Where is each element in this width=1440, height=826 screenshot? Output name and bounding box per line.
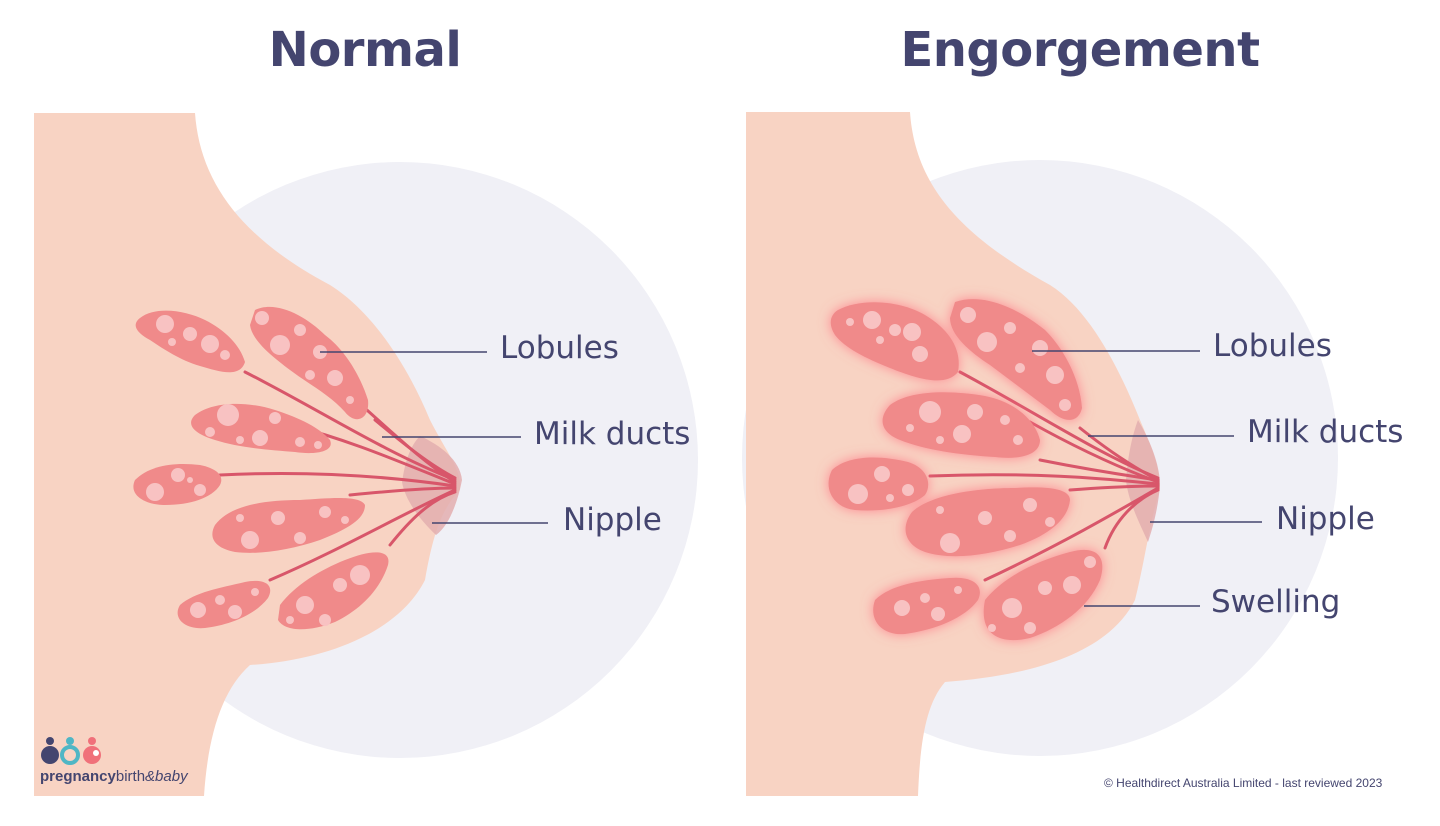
leader-lines (320, 351, 548, 524)
milk-ducts (928, 370, 1160, 582)
lobule (830, 302, 959, 381)
label-milk-ducts-engorged: Milk ducts (1247, 414, 1404, 450)
label-nipple-engorged: Nipple (1276, 501, 1375, 537)
lobule (250, 306, 369, 420)
lobule-dots (846, 307, 1096, 634)
title-normal: Normal (268, 22, 462, 78)
leader-lines (1032, 350, 1262, 607)
nipple (402, 436, 462, 535)
family-icon (41, 737, 101, 765)
label-nipple-normal: Nipple (563, 502, 662, 538)
skin-body (34, 113, 461, 796)
logo-part-2: birth (115, 768, 146, 785)
lobule-dots (146, 311, 370, 626)
logo-wordmark: pregnancybirth&baby (40, 768, 188, 785)
copyright-footer: © Healthdirect Australia Limited - last … (1104, 776, 1383, 790)
logo-part-3: &baby (145, 768, 188, 785)
label-milk-ducts-normal: Milk ducts (534, 416, 691, 452)
label-lobules-engorged: Lobules (1213, 328, 1332, 364)
brand-logo: pregnancybirth&baby (40, 736, 210, 788)
label-lobules-normal: Lobules (500, 330, 619, 366)
title-engorgement: Engorgement (900, 22, 1260, 78)
engorged-breast (742, 112, 1338, 796)
label-swelling: Swelling (1211, 584, 1341, 620)
milk-ducts (218, 370, 457, 582)
normal-breast (34, 113, 698, 796)
logo-part-1: pregnancy (40, 768, 116, 785)
lobule (873, 577, 980, 635)
lobule (950, 299, 1082, 420)
